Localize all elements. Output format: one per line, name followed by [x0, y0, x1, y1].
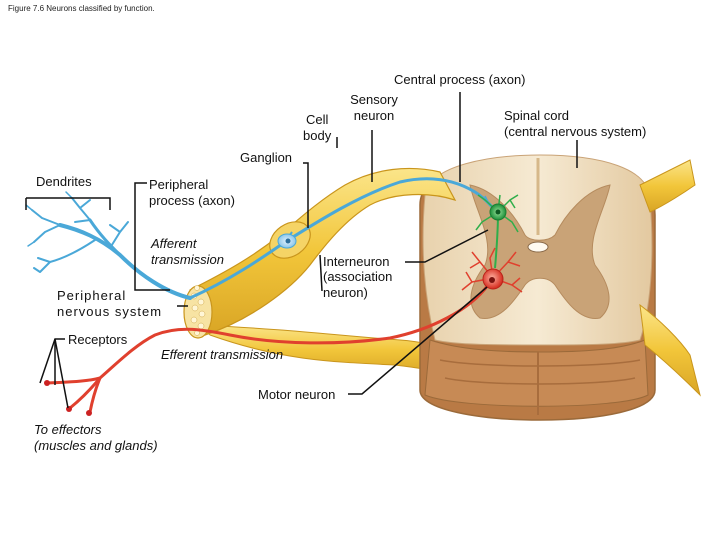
label-peripheral-process-line2: process (axon) — [149, 193, 235, 208]
label-interneuron-line2: (association — [323, 269, 393, 284]
label-receptors: Receptors — [68, 332, 128, 347]
label-cell-body-line2: body — [303, 128, 332, 143]
label-ganglion: Ganglion — [240, 150, 293, 165]
label-pns-line2: nervous system — [57, 304, 163, 319]
label-efferent-transmission: Efferent transmission — [161, 347, 284, 362]
motor-neuron — [44, 247, 523, 416]
label-central-process: Central process (axon) — [394, 72, 526, 87]
sensory-neuron — [189, 177, 506, 300]
label-afferent-line1: Afferent — [151, 236, 197, 251]
central-canal — [527, 241, 549, 253]
leader-lines — [25, 92, 578, 409]
right-lower-nerve — [639, 303, 701, 397]
right-spinal-nerve — [639, 159, 696, 213]
label-interneuron-line1: Interneuron — [323, 254, 390, 269]
label-effectors-line2: (muscles and glands) — [34, 438, 158, 453]
label-sensory-neuron-line1: Sensory — [350, 92, 398, 107]
spinal-cord — [419, 154, 656, 421]
label-motor-neuron: Motor neuron — [258, 387, 336, 402]
label-dendrites: Dendrites — [36, 174, 92, 189]
label-peripheral-process-line1: Peripheral — [149, 177, 209, 192]
label-pns-line1: Peripheral — [57, 288, 127, 303]
label-afferent-line2: transmission — [151, 252, 224, 267]
label-sensory-neuron-line2: neuron — [353, 108, 395, 123]
label-spinal-cord-line2: (central nervous system) — [504, 124, 647, 139]
label-interneuron-line3: neuron) — [323, 285, 368, 300]
label-spinal-cord-line1: Spinal cord — [504, 108, 570, 123]
label-cell-body-line1: Cell — [306, 112, 329, 127]
label-effectors-line1: To effectors — [34, 422, 102, 437]
figure-caption: Figure 7.6 Neurons classified by functio… — [8, 4, 155, 13]
interneuron — [475, 194, 519, 269]
